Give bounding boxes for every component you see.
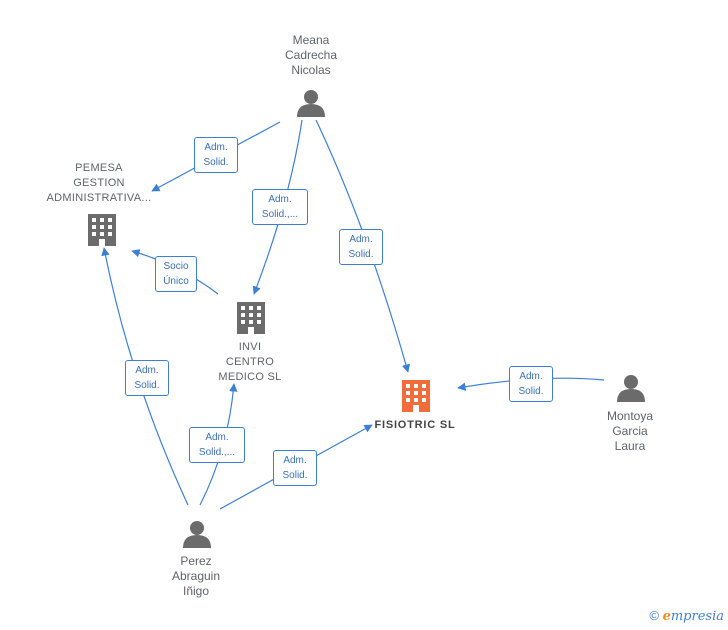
- brand-footer: © empresia: [649, 608, 724, 624]
- person-label-montoya[interactable]: Montoya Garcia Laura: [606, 409, 654, 453]
- edge-label-meana-pemesa: Adm. Solid.: [194, 137, 238, 173]
- edge-label-montoya-fisiotric: Adm. Solid.: [509, 366, 553, 402]
- edge-label-perez-pemesa: Adm. Solid.: [125, 360, 169, 396]
- person-icon[interactable]: [297, 90, 325, 117]
- edge-label-invi-pemesa: Socio Único: [155, 256, 197, 292]
- company-label-invi[interactable]: INVI CENTRO MEDICO SL: [218, 341, 282, 383]
- building-icon[interactable]: [402, 380, 430, 412]
- building-icon[interactable]: [88, 214, 116, 246]
- copyright-icon: ©: [649, 608, 659, 623]
- edge-label-meana-fisiotric: Adm. Solid.: [339, 229, 383, 265]
- company-label-fisiotric[interactable]: FISIOTRIC SL: [374, 419, 456, 431]
- building-icon[interactable]: [237, 302, 265, 334]
- edge-label-perez-fisiotric: Adm. Solid.: [273, 450, 317, 486]
- edge-label-meana-invi: Adm. Solid.,...: [252, 189, 308, 225]
- person-icon[interactable]: [183, 521, 211, 548]
- person-icon[interactable]: [617, 375, 645, 402]
- brand-logo: empresia: [662, 609, 724, 624]
- company-label-pemesa[interactable]: PEMESA GESTION ADMINISTRATIVA...: [46, 162, 152, 204]
- person-label-perez[interactable]: Perez Abraguin Iñigo: [171, 554, 221, 598]
- edge-label-perez-invi: Adm. Solid.,...: [189, 427, 245, 463]
- person-label-meana[interactable]: Meana Cadrecha Nicolas: [284, 33, 338, 77]
